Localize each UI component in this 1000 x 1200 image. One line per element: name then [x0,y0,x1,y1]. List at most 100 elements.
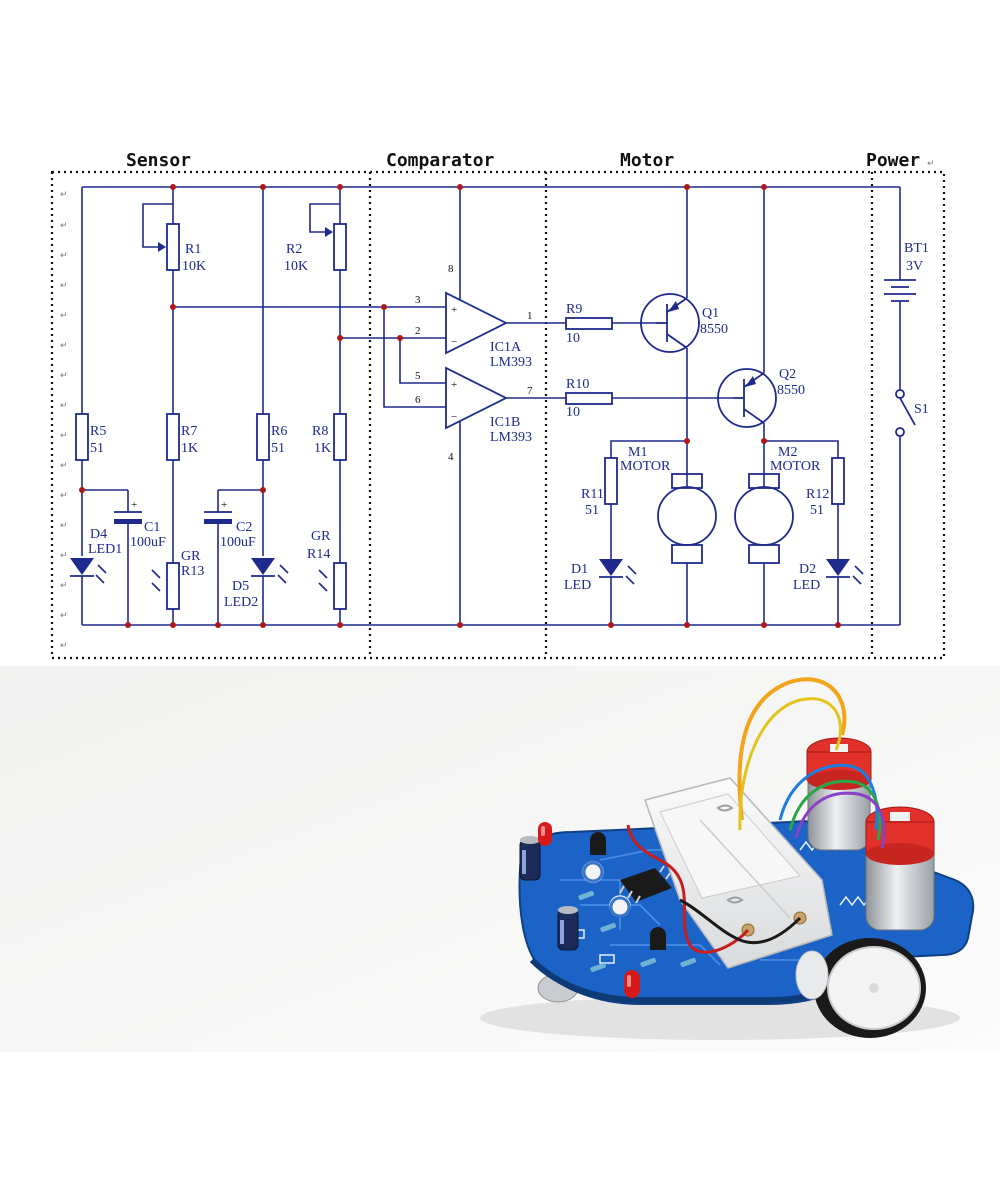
return-mark: ↵ [60,221,68,231]
d1-value: LED [564,578,591,593]
r11-value: 51 [585,503,599,518]
r12-value: 51 [810,503,824,518]
return-mark: ↵ [60,611,68,621]
wire-to-ic1b-minus [383,307,446,408]
r10-value: 10 [566,405,580,420]
r7-value: 1K [181,441,198,456]
motor-section: R9 10 R10 10 Q1 8550 [564,187,864,625]
return-mark: ↵ [60,581,68,591]
q1-ref: Q1 [702,306,719,321]
resistor-r6 [256,413,270,461]
r14-ref: R14 [307,547,330,562]
section-title-power: Power [866,150,920,171]
q2-ref: Q2 [779,367,796,382]
m1-ref: M1 [628,445,647,460]
yellow-wire [738,697,842,831]
q2-value: 8550 [777,383,805,398]
m2-ref: M2 [778,445,797,460]
pin-3: 3 [415,294,421,306]
ic1b-minus: − [451,411,457,423]
schematic-frame [50,170,946,660]
motor-m1 [657,473,717,564]
resistor-r5 [75,413,89,461]
q1-value: 8550 [700,322,728,337]
r9-ref: R9 [566,302,582,317]
resistor-r9 [565,317,613,330]
power-section: BT1 3V S1 [884,187,929,625]
d2-value: LED [793,578,820,593]
ic1a-ref: IC1A [490,340,522,355]
pin-6: 6 [415,394,421,406]
light-emit-icon [625,565,637,585]
c1-value: 100uF [130,535,166,550]
led-d1 [538,822,552,846]
d1-ref: D1 [571,562,588,577]
r1-value: 10K [182,259,206,274]
pin-4: 4 [448,451,454,463]
potentiometer-r2 [333,223,347,271]
c1-ref: C1 [144,520,160,535]
r2-value: 10K [284,259,308,274]
r8-ref: R8 [312,424,328,439]
d4-ref: D4 [90,527,107,542]
sensor-branch-r2: R2 10K R8 1K GR R14 [284,187,347,625]
capacitor-c1 [519,836,541,881]
resistor-r10 [565,392,613,405]
pin-7: 7 [527,385,533,397]
section-title-comparator: Comparator [386,150,495,171]
ic1b-ref: IC1B [490,415,520,430]
section-title-sensor: Sensor [126,150,191,171]
pin-1: 1 [527,310,533,322]
resistor-r7 [166,413,180,461]
spring-contact [716,804,734,812]
sensor-branch-left: R5 51 D4 LED1 + C1 100uF [70,187,166,625]
c2-value: 100uF [220,535,256,550]
c2-ref: C2 [236,520,252,535]
light-sense-icon [318,569,328,592]
rear-wheel [795,950,829,1000]
sensor-branch-r1: R1 10K R7 1K GR R13 [142,187,206,625]
potentiometer-r1 [582,861,604,883]
ic1a-value: LM393 [490,355,532,370]
margin-return-marks: ↵ ↵ ↵ ↵ ↵ ↵ ↵ ↵ ↵ ↵ ↵ ↵ ↵ ↵ ↵ ↵ [60,190,68,651]
circuit-schematic: Sensor Comparator Motor Power ↵ ↵ ↵ ↵ ↵ … [50,150,946,660]
r13-ref: R13 [181,564,204,579]
capacitor-c2 [557,906,579,951]
r5-ref: R5 [90,424,106,439]
comparator-ic1b [445,366,509,430]
led-d4 [70,558,94,575]
transistor-q1 [640,293,700,353]
r14-type: GR [311,529,331,544]
d2-ref: D2 [799,562,816,577]
light-emit-icon [277,564,289,584]
light-emit-icon [95,564,107,584]
c2-plus: + [221,499,227,511]
s1-ref: S1 [914,402,929,417]
return-mark: ↵ [60,311,68,321]
r9-value: 10 [566,331,580,346]
light-sense-icon [151,569,161,592]
ic1a-minus: − [451,336,457,348]
ic1b-plus: + [451,379,457,391]
ic-chip-lm393 [619,865,672,904]
d5-ref: D5 [232,579,249,594]
return-mark: ↵ [60,371,68,381]
green-wire [788,779,882,841]
r13-type: GR [181,549,201,564]
pin-5: 5 [415,370,421,382]
spring-contact [726,896,744,904]
m2-value: MOTOR [770,459,821,474]
m1-value: MOTOR [620,459,671,474]
battery-holder [644,777,833,969]
resistor-r8 [333,413,347,461]
return-mark: ↵ [60,431,68,441]
d4-value: LED1 [88,542,122,557]
return-mark: ↵ [60,251,68,261]
photoresistor-r14 [333,562,347,610]
r5-value: 51 [90,441,104,456]
r11-ref: R11 [581,487,604,502]
resistor-r11 [604,457,618,505]
photoresistor-r13 [166,562,180,610]
return-mark: ↵ [60,551,68,561]
